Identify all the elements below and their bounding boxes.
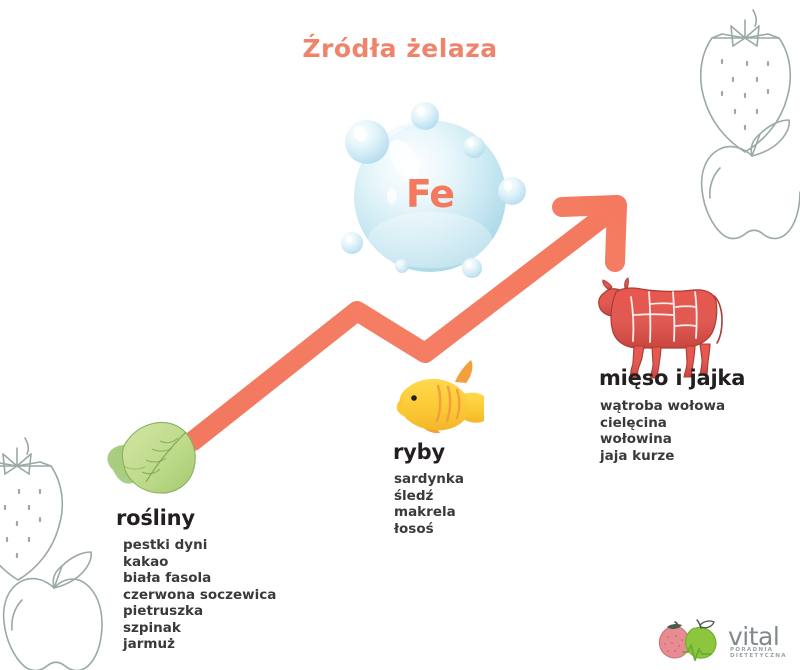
apple-outline-top-right: [700, 119, 800, 240]
list-item: jaja kurze: [600, 447, 675, 464]
list-item: łosoś: [394, 520, 434, 537]
group-list-meat: wątroba wołowa cielęcina wołowina jaja k…: [600, 398, 725, 464]
list-item: wołowina: [600, 431, 672, 447]
list-item: szpinak: [123, 619, 181, 636]
page-title: Źródła żelaza: [302, 34, 498, 63]
list-item: czerwona soczewica: [123, 586, 277, 603]
vital-logo: vital PORADNIA DIETETYCZNA: [655, 616, 790, 662]
fe-symbol-label: Fe: [405, 172, 455, 216]
list-item: pestki dyni: [123, 537, 208, 553]
list-item: makrela: [394, 504, 456, 520]
list-item: pietruszka: [123, 603, 204, 619]
group-heading-fish: ryby: [393, 440, 445, 464]
logo-mark: [658, 619, 717, 661]
group-heading-plants: rośliny: [116, 506, 195, 530]
logo-tagline: PORADNIA DIETETYCZNA: [730, 647, 787, 659]
list-item: jarmuż: [123, 636, 175, 652]
list-item: cielęcina: [600, 414, 667, 431]
list-item: wątroba wołowa: [600, 398, 726, 414]
leafy-greens-icon: [107, 422, 196, 494]
logo-wordmark: vital: [728, 622, 780, 651]
list-item: kakao: [123, 553, 169, 570]
list-item: sardynka: [394, 471, 464, 487]
fe-bubble-icon: [341, 102, 526, 278]
list-item: śledź: [394, 487, 434, 504]
list-item: biała fasola: [123, 570, 212, 586]
apple-outline-bottom-left: [2, 551, 103, 670]
strawberry-outline-top-right: [699, 9, 792, 153]
group-heading-meat: mięso i jajka: [599, 366, 746, 390]
group-list-plants: pestki dyni kakao biała fasola czerwona …: [123, 537, 276, 653]
cow-icon: [598, 277, 723, 380]
group-list-fish: sardynka śledź makrela łosoś: [394, 471, 464, 537]
strawberry-outline-bottom-left: [0, 437, 64, 581]
arrow-shaft: [183, 204, 617, 451]
fish-icon: [396, 360, 484, 434]
arrow-head: [552, 195, 627, 272]
